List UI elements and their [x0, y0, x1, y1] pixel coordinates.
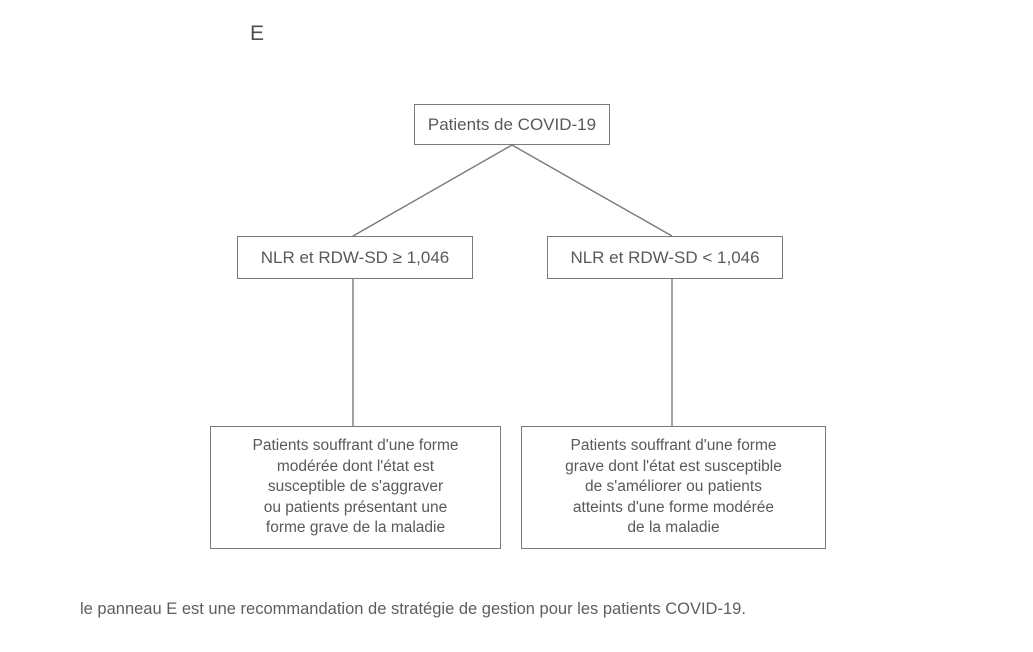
figure-caption: le panneau E est une recommandation de s… — [80, 600, 746, 618]
connector-root-to-left-branch — [352, 144, 513, 237]
node-branch-left-label: NLR et RDW-SD ≥ 1,046 — [260, 247, 450, 267]
node-leaf-right-line-3: de s'améliorer ou patients — [584, 478, 762, 496]
node-leaf-left-line-1: Patients souffrant d'une forme — [252, 436, 459, 454]
node-leaf-left-line-2: modérée dont l'état est — [276, 457, 435, 475]
node-leaf-left-line-4: ou patients présentant une — [263, 498, 448, 516]
node-leaf-left-line-5: forme grave de la maladie — [265, 519, 446, 537]
node-nlr-rdwsd-high: NLR et RDW-SD ≥ 1,046 — [237, 236, 473, 279]
node-leaf-right-label: Patients souffrant d'une forme grave don… — [565, 436, 782, 539]
connector-root-to-right-branch — [511, 144, 673, 237]
node-leaf-right-line-2: grave dont l'état est susceptible — [565, 457, 782, 475]
node-leaf-right-line-4: atteints d'une forme modérée — [572, 498, 775, 516]
panel-label-e: E — [250, 22, 265, 45]
node-leaf-right-line-5: de la maladie — [627, 519, 720, 537]
node-root-label: Patients de COVID-19 — [427, 114, 597, 134]
node-nlr-rdwsd-low: NLR et RDW-SD < 1,046 — [547, 236, 783, 279]
node-leaf-left-line-3: susceptible de s'aggraver — [267, 478, 444, 496]
node-branch-right-label: NLR et RDW-SD < 1,046 — [570, 247, 760, 267]
node-outcome-severe-improving: Patients souffrant d'une forme grave don… — [521, 426, 826, 549]
node-leaf-right-line-1: Patients souffrant d'une forme — [570, 436, 777, 454]
node-outcome-moderate-worsening: Patients souffrant d'une forme modérée d… — [210, 426, 501, 549]
node-leaf-left-label: Patients souffrant d'une forme modérée d… — [252, 436, 458, 539]
node-patients-covid19: Patients de COVID-19 — [414, 104, 610, 145]
